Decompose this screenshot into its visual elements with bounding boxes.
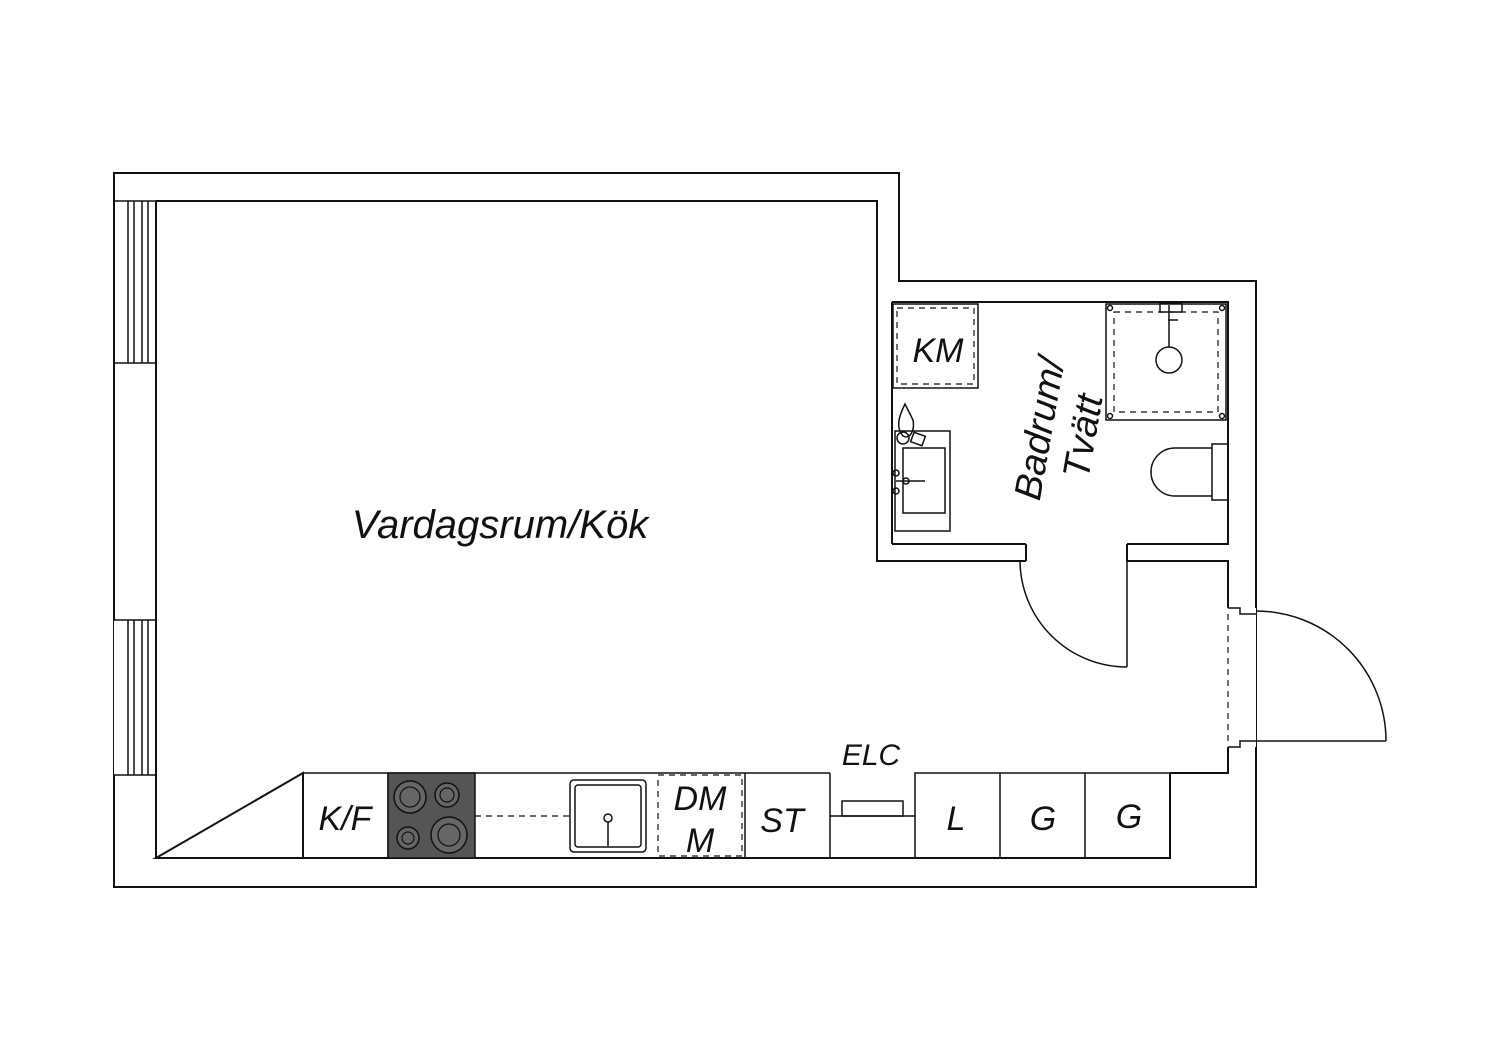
bathroom-wall <box>892 301 1229 545</box>
bathroom-sink <box>892 402 951 532</box>
wardrobe-label-1: G <box>1030 800 1056 838</box>
electric-cabinet-label: ELC <box>842 739 901 772</box>
electric-cabinet <box>830 800 915 817</box>
room-label-living: Vardagsrum/Kök <box>352 503 650 547</box>
dishwasher-label-line2: M <box>686 822 715 860</box>
window-lower <box>114 619 157 776</box>
entrance-door <box>1227 607 1387 748</box>
fridge-freezer-label: K/F <box>319 800 374 838</box>
storage-label: ST <box>760 802 806 840</box>
inner-wall-living <box>152 200 1229 859</box>
toilet <box>1150 443 1229 501</box>
wardrobe-label-2: G <box>1116 798 1142 836</box>
kitchen-counter <box>303 772 831 858</box>
stove <box>387 772 476 859</box>
dishwasher-label-line1: DM <box>674 780 728 818</box>
room-label-bathroom: Badrum/ Tvätt <box>1007 351 1112 503</box>
washer-box-inner <box>896 307 975 385</box>
closet-label: L <box>947 800 966 838</box>
wardrobes <box>914 772 1171 859</box>
dishwasher-box <box>657 774 743 857</box>
shower <box>1105 302 1227 421</box>
kitchen-sink <box>569 779 647 853</box>
bathroom-door <box>1019 560 1128 668</box>
outer-wall <box>113 172 1257 888</box>
window-upper <box>113 200 157 364</box>
washer-box <box>892 303 979 389</box>
washer-label: KM <box>913 332 965 370</box>
